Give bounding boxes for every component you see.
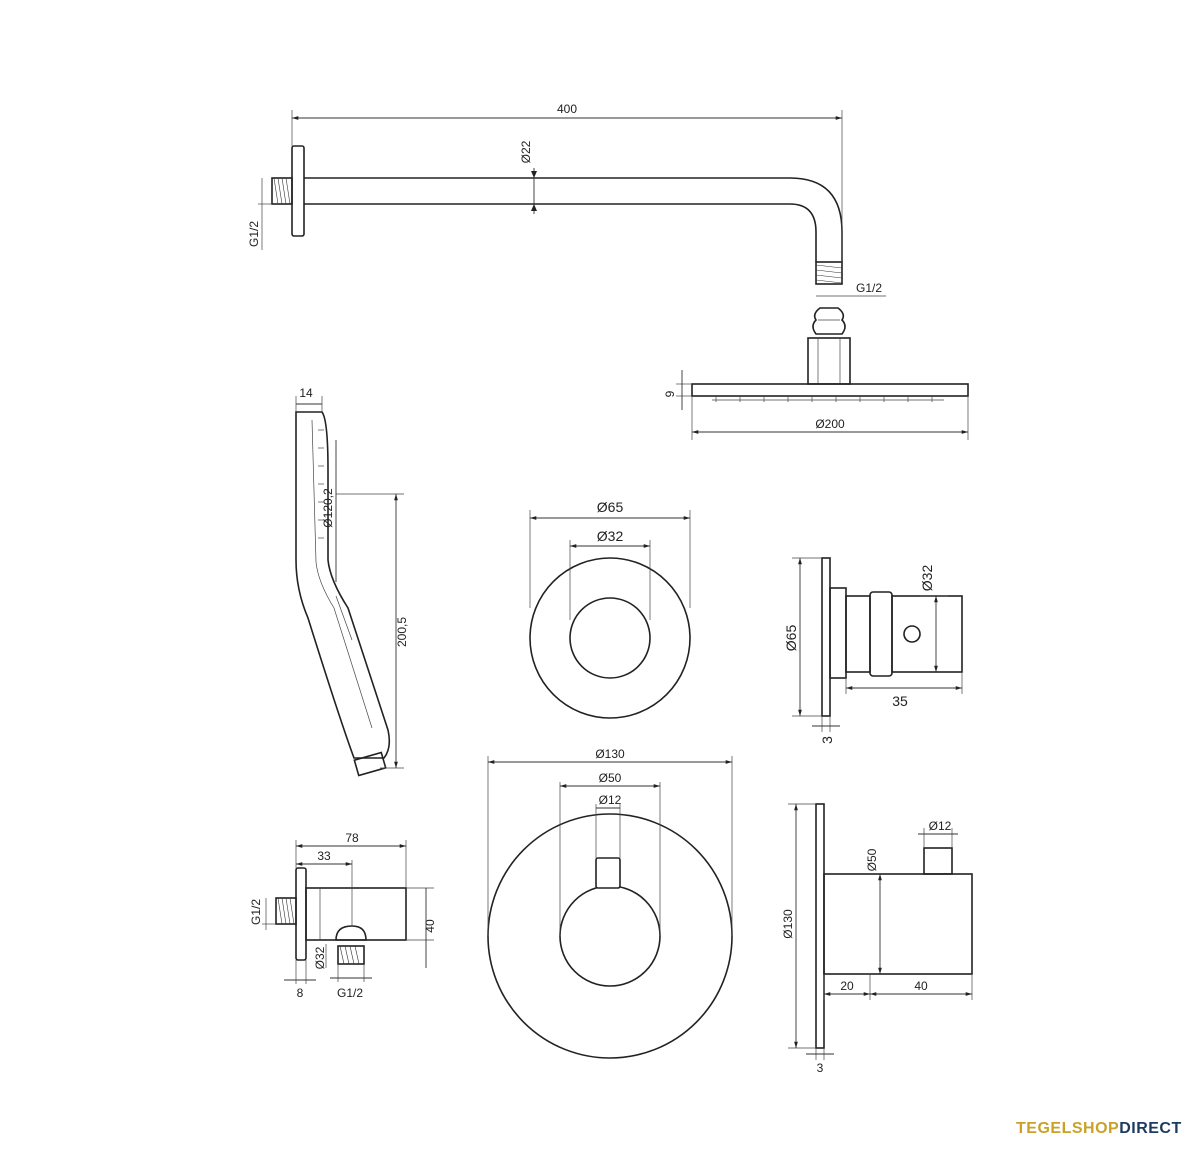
wall-connector: 78 33 40 G1/2 Ø32 G1/2 8 <box>249 831 437 1000</box>
thermostat-side-body-label: Ø50 <box>865 848 879 871</box>
arm-diameter-label: Ø22 <box>519 140 533 163</box>
thermostat-side-depth-b-label: 40 <box>914 979 928 993</box>
thermostat-front-body <box>559 885 661 987</box>
hand-shower-thread <box>353 751 387 777</box>
wall-connector-wall-thread <box>275 897 297 925</box>
control-side-screw <box>903 625 921 643</box>
control-side-body <box>845 595 871 673</box>
wall-connector-height-label: 40 <box>423 919 437 933</box>
hand-shower-body <box>295 411 391 759</box>
wall-connector-outlet-label: Ø32 <box>313 946 327 969</box>
control-side-knob <box>891 595 963 673</box>
wall-connector-body <box>305 887 407 941</box>
wall-connector-offset-label: 33 <box>317 849 331 863</box>
arm-outlet-thread-label: G1/2 <box>856 281 882 295</box>
thermostat-side-plate-label: Ø130 <box>781 909 795 939</box>
head-thickness-label: 9 <box>663 390 677 397</box>
shower-head-disc <box>691 383 969 397</box>
control-front-rosette <box>529 557 691 719</box>
control-side-plate-label: 3 <box>819 736 835 744</box>
thermostat-front-plate <box>487 813 733 1059</box>
shower-head: Ø200 9 <box>663 307 969 440</box>
thermostat-side-body <box>823 873 973 975</box>
control-front-knob <box>569 597 651 679</box>
wall-connector-outlet-thread <box>337 945 365 965</box>
thermostat-front-spindle-label: Ø12 <box>599 793 622 807</box>
control-side-ring <box>869 591 893 677</box>
wall-connector-length-label: 78 <box>345 831 359 845</box>
control-side-plate <box>821 557 831 717</box>
thermostat-side-depth-a-label: 20 <box>840 979 854 993</box>
hand-shower-width-label: 14 <box>299 386 313 400</box>
wall-connector-wall-thread-label: G1/2 <box>249 899 263 925</box>
thermostat-front: Ø130 Ø50 Ø12 <box>487 747 733 1059</box>
thermostat-front-body-label: Ø50 <box>599 771 622 785</box>
control-front-outer-label: Ø65 <box>597 499 624 515</box>
hand-shower-length-label: 200,5 <box>395 617 409 647</box>
shower-head-neck <box>807 337 851 385</box>
hand-shower: 14 Ø120,2 200,5 <box>295 386 409 777</box>
thermostat-side-plate <box>815 803 825 1049</box>
shower-arm: 400 Ø22 G1/2 G1/2 <box>247 102 886 297</box>
thermostat-side: Ø130 Ø50 Ø12 20 40 3 <box>781 803 973 1075</box>
control-front-inner-label: Ø32 <box>597 528 624 544</box>
wall-connector-outlet-thread-label: G1/2 <box>337 986 363 1000</box>
control-side-knob-label: Ø32 <box>919 565 935 592</box>
brand-logo-part-b: DIRECT <box>1119 1120 1182 1137</box>
thermostat-front-spindle <box>595 857 621 889</box>
arm-wall-thread-label: G1/2 <box>247 221 261 247</box>
shower-arm-wall-plate <box>291 145 305 237</box>
wall-connector-outlet-ball <box>335 925 367 941</box>
shower-head-swivel-joint <box>812 307 846 335</box>
thermostat-side-spindle <box>923 847 953 875</box>
head-diameter-label: Ø200 <box>815 417 845 431</box>
control-side-collar <box>829 587 847 679</box>
wall-connector-plate <box>295 867 307 961</box>
thermostat-front-plate-label: Ø130 <box>595 747 625 761</box>
shower-arm-tube-top <box>304 177 843 262</box>
hand-shower-head-label: Ø120,2 <box>321 488 335 528</box>
brand-logo-part-a: TEGELSHOP <box>1016 1120 1120 1137</box>
brand-logo: TEGELSHOPDIRECT <box>1016 1120 1182 1138</box>
control-side: Ø65 Ø32 35 3 <box>783 557 963 744</box>
control-side-depth-label: 35 <box>892 693 908 709</box>
control-side-rosette-label: Ø65 <box>783 625 799 652</box>
shower-arm-tube-bottom <box>304 203 817 262</box>
thermostat-side-spindle-label: Ø12 <box>929 819 952 833</box>
wall-connector-plate-label: 8 <box>297 986 304 1000</box>
arm-length-label: 400 <box>557 102 577 116</box>
shower-arm-wall-thread <box>271 177 293 205</box>
control-front: Ø65 Ø32 <box>529 499 691 719</box>
thermostat-side-plate-thickness-label: 3 <box>817 1061 824 1075</box>
